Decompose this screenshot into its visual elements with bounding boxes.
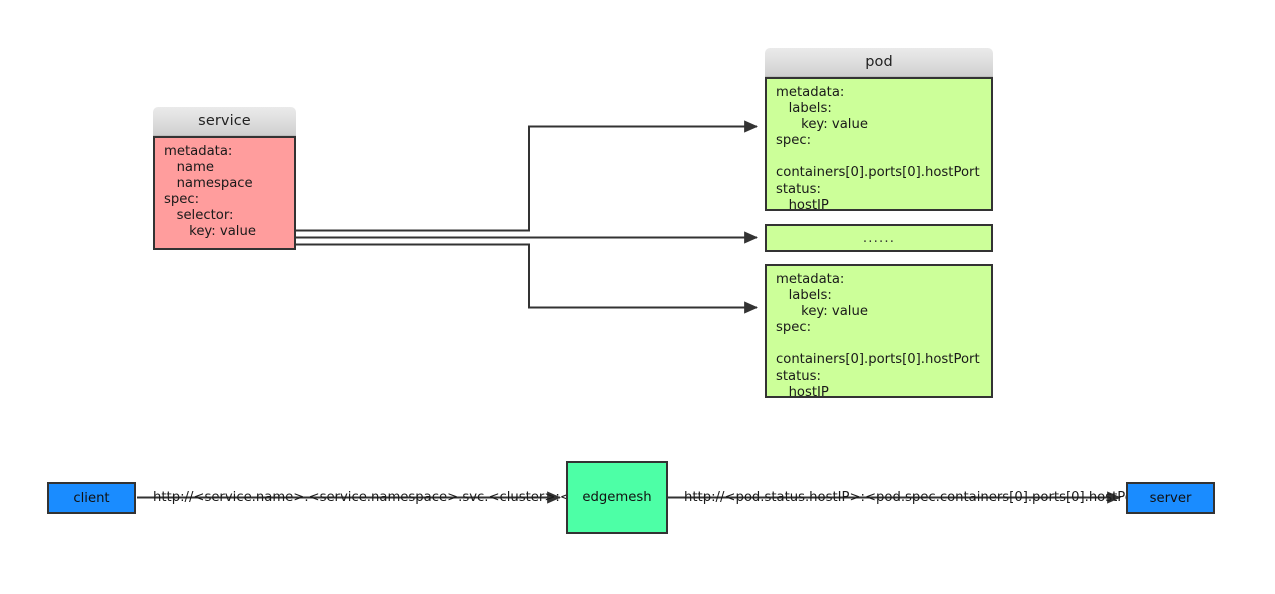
- pod-entity-3: metadata: labels: key: value spec: conta…: [765, 264, 993, 398]
- service-entity-body: metadata: name namespace spec: selector:…: [153, 136, 296, 250]
- wire-service-to-pod-3: [296, 243, 759, 314]
- service-entity: service metadata: name namespace spec: s…: [153, 107, 296, 250]
- pod-entity-1: pod metadata: labels: key: value spec: c…: [765, 48, 993, 211]
- pod-entity-1-body: metadata: labels: key: value spec: conta…: [765, 77, 993, 211]
- pod-entity-1-header: pod: [765, 48, 993, 77]
- client-node-label: client: [73, 490, 110, 506]
- server-node-label: server: [1149, 490, 1192, 506]
- edgemesh-to-server-label: http://<pod.status.hostIP>:<pod.spec.con…: [684, 490, 1155, 505]
- client-to-edgemesh-label: http://<service.name>.<service.namespace…: [153, 490, 609, 505]
- wire-service-to-pod-1: [296, 120, 759, 232]
- edgemesh-node[interactable]: edgemesh: [566, 461, 668, 534]
- service-entity-header: service: [153, 107, 296, 136]
- pod-entity-2-ellipsis: ......: [765, 224, 993, 252]
- edgemesh-node-label: edgemesh: [582, 490, 652, 505]
- client-node[interactable]: client: [47, 482, 136, 514]
- server-node[interactable]: server: [1126, 482, 1215, 514]
- pod-entity-3-body: metadata: labels: key: value spec: conta…: [765, 264, 993, 398]
- pod-entity-2-body: ......: [765, 224, 993, 252]
